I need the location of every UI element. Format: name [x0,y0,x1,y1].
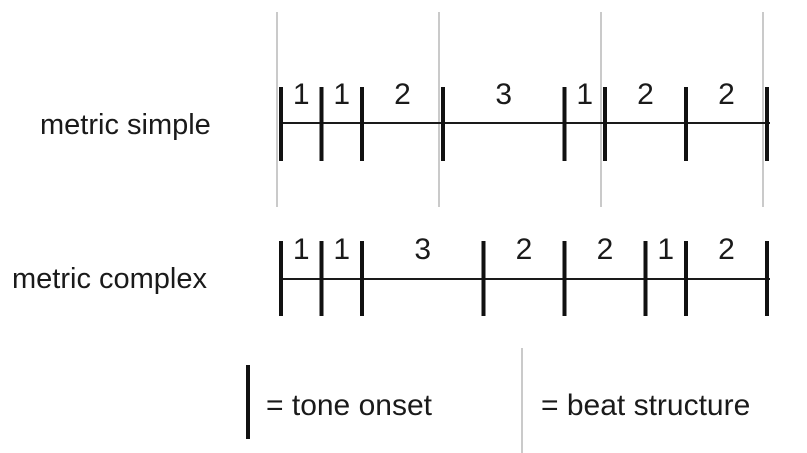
row-label-metric-simple: metric simple [40,109,211,141]
interval-label: 2 [597,233,614,266]
interval-label: 1 [293,78,310,111]
legend-beat-structure-label: = beat structure [541,389,750,422]
interval-label: 2 [718,233,735,266]
beat-structure-lines [276,12,764,207]
interval-label: 2 [516,233,533,266]
legend: = tone onset = beat structure [246,348,750,453]
interval-label: 1 [657,233,674,266]
row-label-metric-complex: metric complex [12,263,207,295]
interval-label: 1 [293,233,310,266]
interval-label: 2 [718,78,735,111]
legend-tone-onset-label: = tone onset [266,389,433,422]
interval-label: 1 [333,233,350,266]
interval-label: 3 [495,78,512,111]
interval-label: 1 [576,78,593,111]
interval-label: 2 [637,78,654,111]
interval-label: 2 [394,78,411,111]
interval-label: 1 [333,78,350,111]
interval-label: 3 [414,233,431,266]
